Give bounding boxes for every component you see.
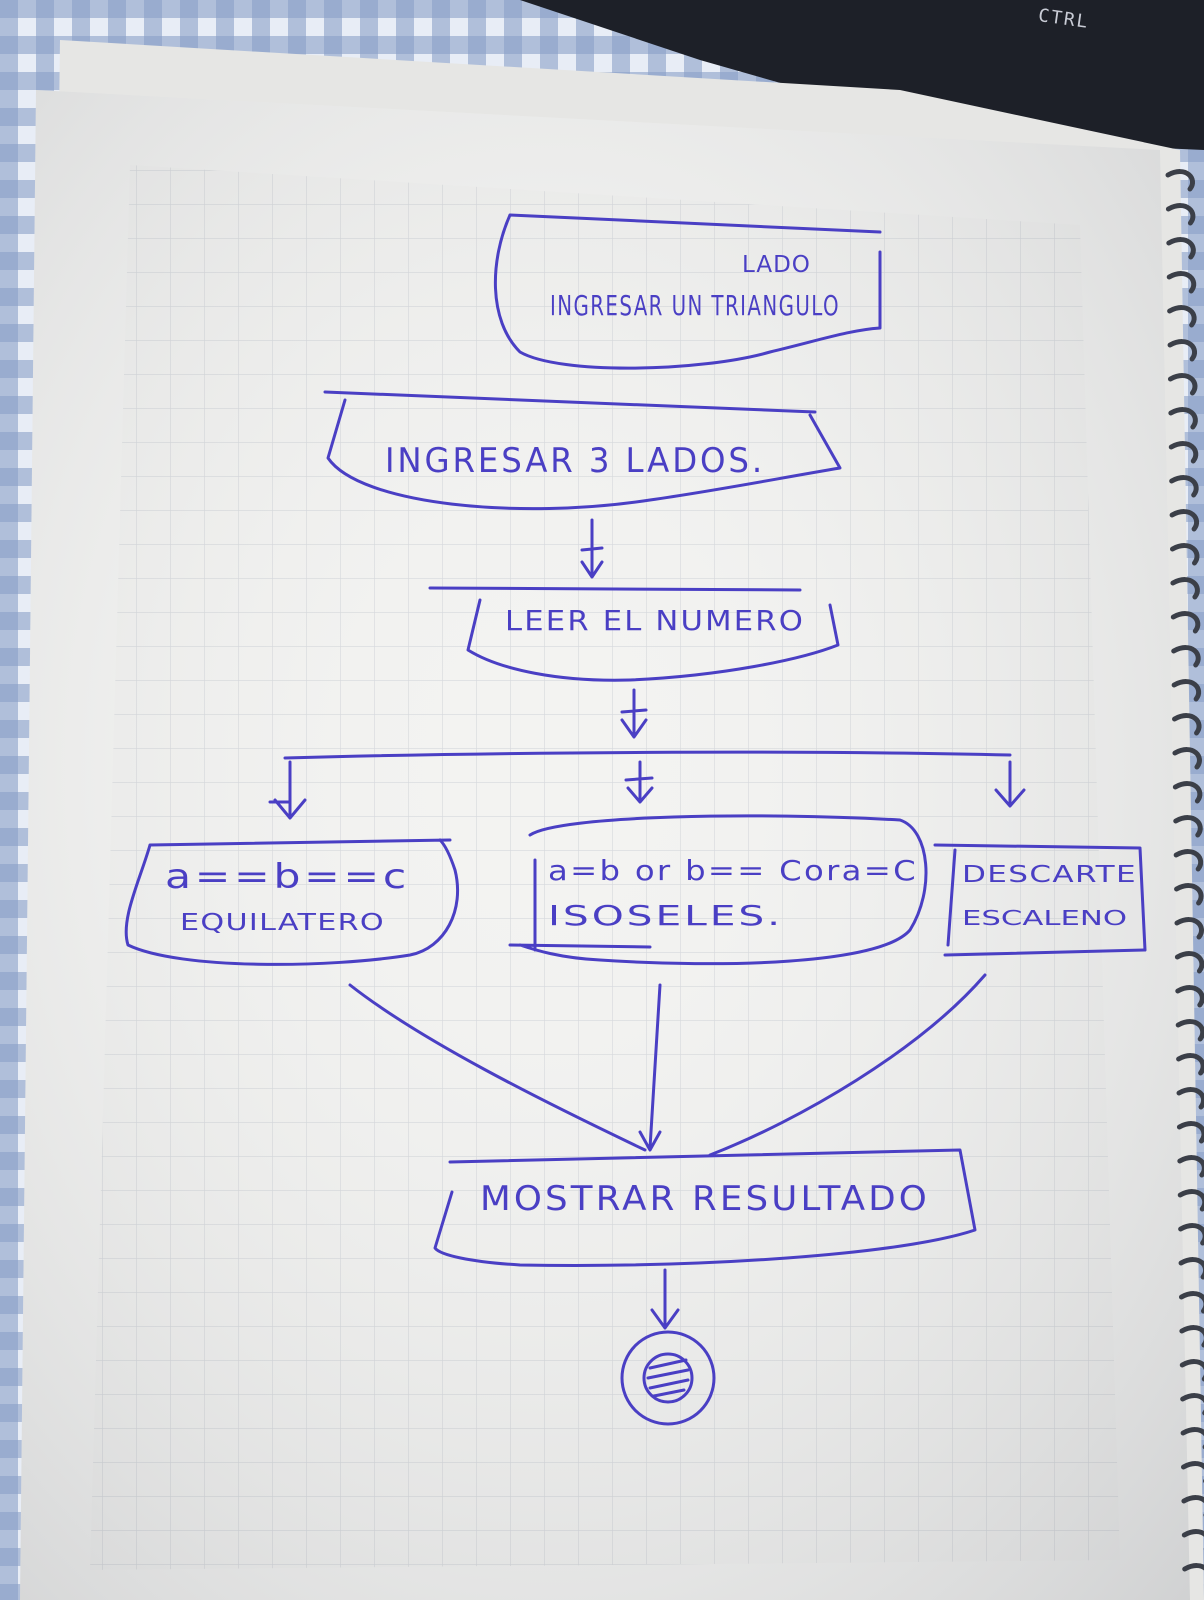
- end-circle-icon: [620, 1330, 716, 1426]
- spiral-loop: [1170, 577, 1200, 600]
- arrow-to-branch-left: [268, 760, 307, 820]
- branch-left-condition: a==b==c: [165, 857, 410, 897]
- laptop: [520, 0, 1204, 150]
- arrow-output-to-end: [650, 1268, 680, 1330]
- spiral-loop: [1166, 237, 1196, 260]
- start-shape: LADO INGRESAR UN TRIANGULO: [493, 213, 882, 370]
- branch-right-line1: DESCARTE: [962, 862, 1137, 888]
- spiral-loop: [1169, 475, 1199, 498]
- arrow-read-to-split: [620, 688, 648, 739]
- branch-middle-result: ISOSELES.: [548, 899, 783, 932]
- read-shape: LEER EL NUMERO: [428, 586, 840, 682]
- spiral-loop: [1179, 1359, 1204, 1382]
- read-label: LEER EL NUMERO: [505, 604, 805, 637]
- branch-equilateral: a==b==c EQUILATERO: [124, 838, 460, 966]
- spiral-loop: [1165, 203, 1196, 226]
- spiral-loop: [1175, 985, 1204, 1008]
- spiral-loop: [1171, 679, 1202, 702]
- start-label-line2: INGRESAR UN TRIANGULO: [550, 289, 840, 322]
- spiral-loop: [1178, 1291, 1204, 1314]
- spiral-loop: [1176, 1053, 1204, 1076]
- spiral-loop: [1174, 951, 1204, 974]
- spiral-loop: [1165, 169, 1195, 192]
- spiral-loop: [1168, 407, 1198, 430]
- arrow-input-to-read: [580, 518, 604, 579]
- spiral-loop: [1169, 509, 1200, 532]
- input-shape: INGRESAR 3 LADOS.: [323, 390, 842, 511]
- spiral-loop: [1167, 339, 1197, 362]
- spiral-loop: [1171, 645, 1201, 668]
- spiral-loop: [1181, 1529, 1204, 1550]
- spiral-loop: [1173, 815, 1203, 838]
- spiral-loop: [1178, 1223, 1204, 1246]
- spiral-loop: [1181, 1495, 1204, 1517]
- spiral-loop: [1182, 1563, 1204, 1572]
- spiral-loop: [1167, 305, 1197, 328]
- spiral-loop: [1176, 1121, 1204, 1144]
- spiral-loop: [1174, 883, 1204, 906]
- spiral-loop: [1179, 1325, 1204, 1348]
- spiral-loop: [1170, 611, 1201, 634]
- spiral-loop: [1181, 1461, 1204, 1483]
- spiral-loop: [1172, 713, 1202, 736]
- merge-line-left: [348, 983, 647, 1152]
- spiral-loop: [1167, 373, 1198, 396]
- spiral-loop: [1173, 849, 1204, 872]
- spiral-loop: [1169, 543, 1200, 566]
- input-label: INGRESAR 3 LADOS.: [385, 441, 765, 481]
- spiral-loop: [1174, 917, 1204, 940]
- spiral-loop: [1177, 1155, 1204, 1178]
- branch-split-line: [283, 750, 1012, 760]
- spiral-loop: [1180, 1393, 1204, 1416]
- arrow-to-branch-middle: [624, 760, 654, 804]
- spiral-loop: [1178, 1257, 1204, 1280]
- branch-right-line2: ESCALENO: [962, 906, 1127, 930]
- merge-line-right: [708, 973, 987, 1157]
- page-shadow: [20, 90, 1190, 1600]
- spiral-loop: [1166, 271, 1197, 294]
- output-label: MOSTRAR RESULTADO: [480, 1179, 930, 1219]
- branch-left-result: EQUILATERO: [180, 910, 385, 936]
- spiral-loop: [1172, 781, 1203, 804]
- branch-scalene: DESCARTE ESCALENO: [933, 843, 1147, 957]
- arrow-to-branch-right: [994, 760, 1026, 808]
- spiral-loop: [1175, 1019, 1204, 1042]
- branch-isosceles: a=b or b== Cora=C ISOSELES.: [508, 814, 928, 966]
- spiral-loop: [1168, 441, 1199, 464]
- spiral-loop: [1172, 747, 1202, 770]
- merge-line-middle: [638, 983, 662, 1152]
- spiral-loop: [1176, 1087, 1204, 1110]
- branch-middle-condition: a=b or b== Cora=C: [548, 854, 918, 887]
- output-shape: MOSTRAR RESULTADO: [433, 1148, 977, 1267]
- start-label-line1: LADO: [742, 252, 811, 278]
